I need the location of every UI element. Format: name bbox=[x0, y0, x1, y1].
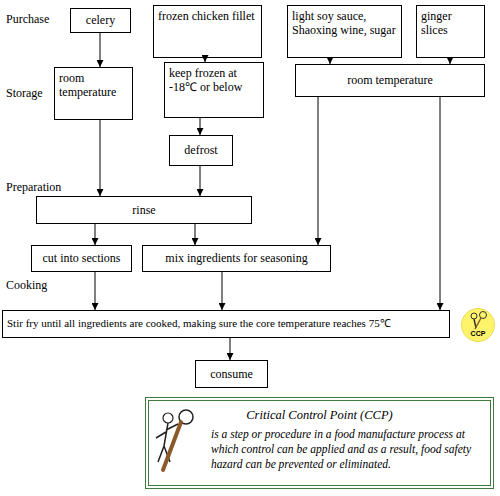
flow-arrow bbox=[195, 224, 196, 245]
node-text: defrost bbox=[184, 143, 217, 157]
node-text: mix ingredients for seasoning bbox=[165, 251, 307, 265]
flow-arrow bbox=[230, 338, 231, 360]
flow-arrow bbox=[440, 97, 441, 310]
node-text: celery bbox=[86, 13, 115, 27]
node-text: cut into sections bbox=[43, 251, 121, 265]
stage-label: Storage bbox=[6, 86, 43, 101]
node-text: Critical Control Point (CCP) bbox=[155, 408, 484, 423]
storage-box: room temperature bbox=[54, 67, 133, 120]
node-text: keep frozen at -18℃ or below bbox=[169, 66, 259, 95]
flow-arrow bbox=[200, 166, 201, 196]
flow-arrow bbox=[200, 118, 201, 135]
node-text: room temperature bbox=[347, 73, 433, 87]
node-text: rinse bbox=[132, 203, 155, 217]
badge-circle bbox=[462, 309, 495, 342]
stage-label: Preparation bbox=[6, 180, 61, 195]
node-text: consume bbox=[210, 367, 253, 381]
node-text: light soy sauce, Shaoxing wine, sugar bbox=[292, 9, 397, 38]
node-body-text: is a step or procedure in a food manufac… bbox=[211, 427, 484, 472]
process-box: rinse bbox=[36, 196, 252, 224]
purchase-box: light soy sauce, Shaoxing wine, sugar bbox=[287, 5, 402, 58]
badge-outline bbox=[461, 308, 495, 342]
flow-arrow bbox=[222, 272, 223, 310]
process-box: consume bbox=[195, 360, 268, 388]
flow-arrow bbox=[95, 272, 96, 310]
node-text: room temperature bbox=[59, 71, 128, 100]
node-text: ginger slices bbox=[421, 9, 480, 38]
flow-arrow bbox=[95, 224, 96, 245]
process-box: cut into sections bbox=[31, 245, 132, 272]
purchase-box: celery bbox=[70, 8, 131, 33]
cooking-box: Stir fry until all ingredients are cooke… bbox=[2, 310, 450, 338]
stage-label: Purchase bbox=[6, 12, 49, 27]
storage-box: keep frozen at -18℃ or below bbox=[164, 62, 264, 118]
flow-arrow bbox=[100, 33, 101, 67]
node-text: frozen chicken fillet bbox=[158, 9, 255, 23]
flow-arrow bbox=[318, 97, 319, 245]
definition-box: Critical Control Point (CCP) is a step or… bbox=[145, 397, 494, 489]
ccp-badge: CCP bbox=[461, 308, 495, 342]
process-box: mix ingredients for seasoning bbox=[142, 245, 331, 272]
purchase-box: frozen chicken fillet bbox=[153, 5, 262, 58]
process-box: defrost bbox=[169, 135, 233, 166]
storage-box: room temperature bbox=[295, 64, 485, 97]
stage-label: Cooking bbox=[6, 278, 47, 293]
node-text: CCP bbox=[471, 330, 486, 338]
flow-arrow bbox=[100, 120, 101, 196]
purchase-box: ginger slices bbox=[416, 5, 485, 58]
node-text: Stir fry until all ingredients are cooke… bbox=[7, 317, 391, 330]
